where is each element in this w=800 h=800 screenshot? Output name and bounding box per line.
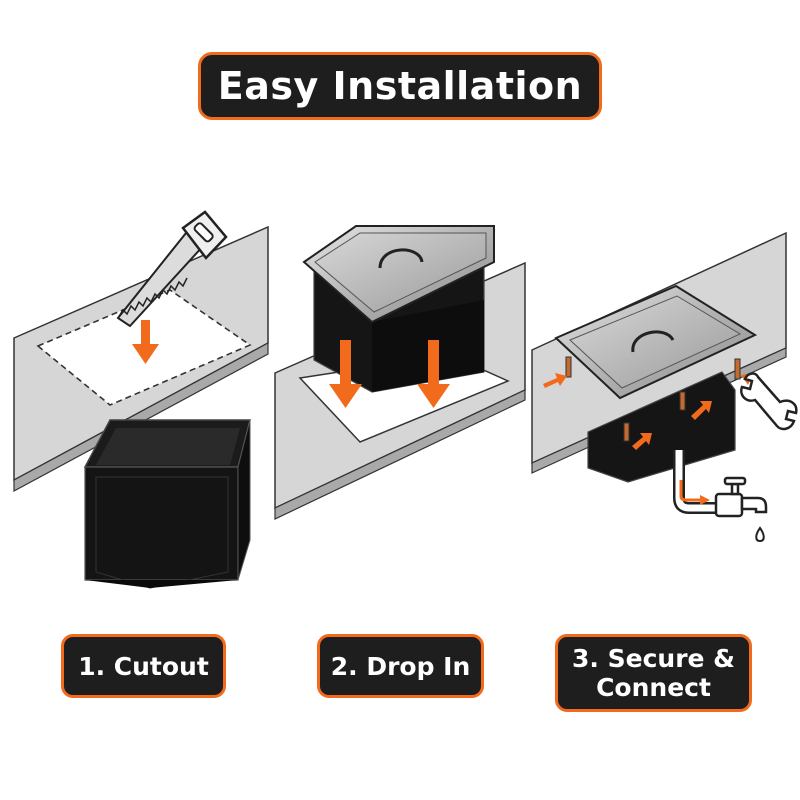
faucet-icon [714,476,768,518]
step-3-label-line1: 3. Secure & [572,644,735,673]
step-2-label: 2. Drop In [317,634,484,698]
step1-illustration [13,210,269,589]
saw-icon [116,210,228,328]
sink-body-3 [587,371,736,483]
page-title: Easy Installation [198,52,602,120]
step-1-label: 1. Cutout [61,634,226,698]
arrow-down-icon [417,340,450,408]
step2-illustration [274,225,526,520]
arrow-down-icon [132,320,159,364]
step-3-label-line2: Connect [596,673,711,702]
sink-lid-2 [302,225,495,324]
step3-illustration [531,231,798,543]
arrow-down-icon [329,340,362,408]
sink-basin-1 [83,419,251,589]
screw-icon [565,356,741,442]
step-3-label: 3. Secure & Connect [555,634,752,712]
sink-lid-3 [554,284,758,400]
pipe-icon [673,450,716,514]
wrench-icon [740,372,798,431]
water-drop-icon [755,526,765,543]
